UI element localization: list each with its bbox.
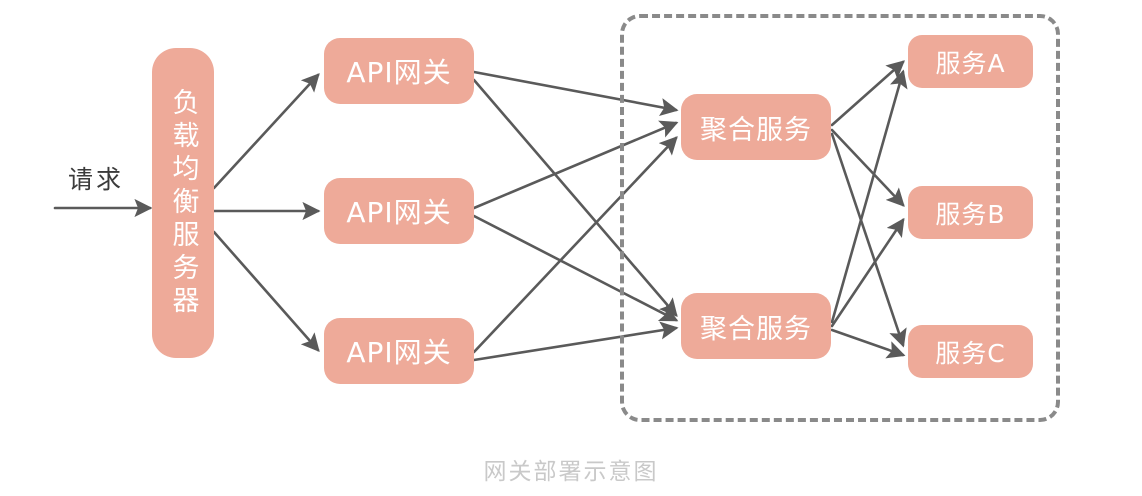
node-aggregation-service-2[interactable]: 聚合服务 bbox=[681, 293, 831, 359]
diagram-caption: 网关部署示意图 bbox=[483, 459, 659, 485]
node-api-gateway-2[interactable]: API网关 bbox=[324, 178, 474, 244]
node-service-b[interactable]: 服务B bbox=[908, 186, 1033, 239]
node-load-balancer[interactable]: 负载均衡服务器 bbox=[152, 48, 214, 358]
edge-load-balancer-to-gateway-3 bbox=[212, 230, 320, 352]
edge-load-balancer-to-gateway-1 bbox=[212, 73, 320, 190]
node-aggregation-service-1[interactable]: 聚合服务 bbox=[681, 94, 831, 160]
node-api-gateway-1[interactable]: API网关 bbox=[324, 38, 474, 104]
node-service-a[interactable]: 服务A bbox=[908, 35, 1033, 88]
node-api-gateway-3[interactable]: API网关 bbox=[324, 318, 474, 384]
node-service-c[interactable]: 服务C bbox=[908, 325, 1033, 378]
request-label: 请求 bbox=[68, 165, 125, 194]
